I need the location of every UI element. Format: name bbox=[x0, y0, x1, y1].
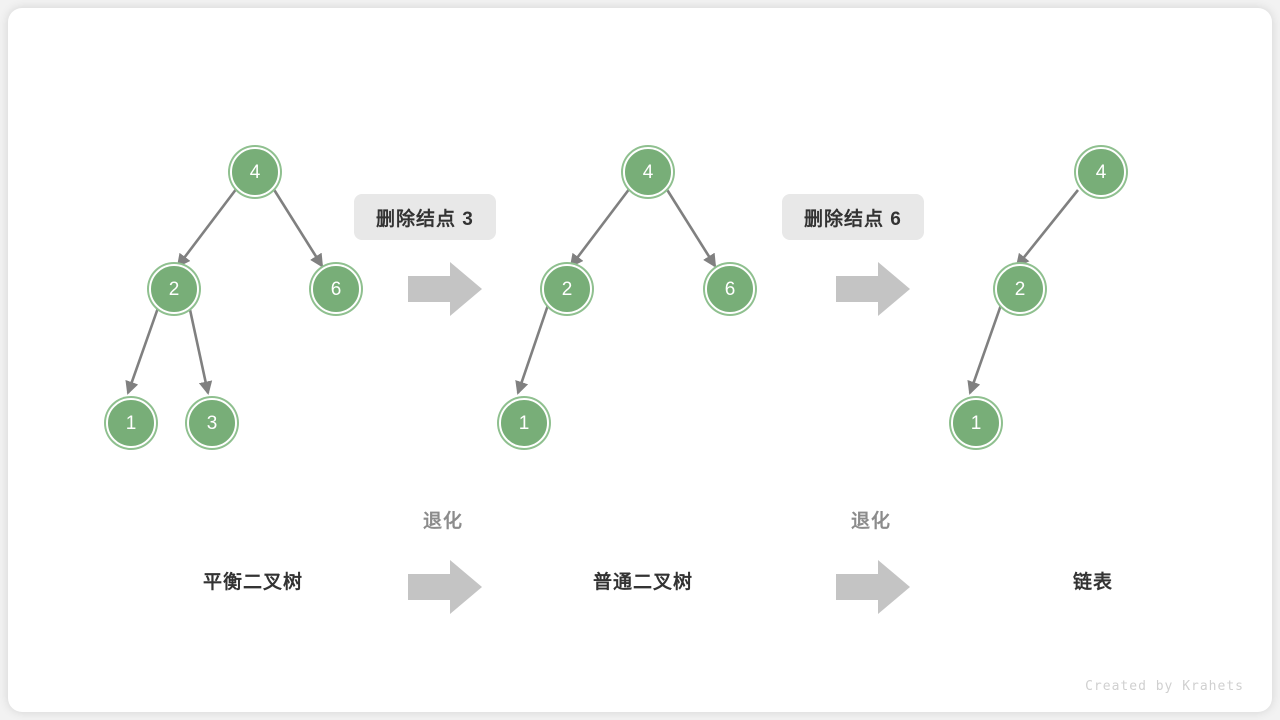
tree-node-middle-6[interactable]: 6 bbox=[705, 264, 755, 314]
arrow-shaft bbox=[408, 574, 450, 600]
degrade-label-left: 退化 bbox=[422, 511, 463, 532]
edge-4-6 bbox=[271, 187, 324, 268]
pill-delete-node-3: 删除结点 3 bbox=[354, 194, 496, 240]
arrow-head bbox=[878, 560, 910, 614]
tree-node-right-4[interactable]: 4 bbox=[1076, 147, 1126, 197]
block-arrow-top-right bbox=[836, 262, 910, 316]
figure-card: 4 2 6 1 3 4 2 6 1 4 2 1 删除结点 3 删除结点 6 退化… bbox=[8, 8, 1272, 712]
caption-ordinary-binary-tree: 普通二叉树 bbox=[592, 572, 693, 593]
degrade-label-right: 退化 bbox=[850, 511, 891, 532]
arrow-shaft bbox=[836, 574, 878, 600]
block-arrow-top-left bbox=[408, 262, 482, 316]
tree-node-right-2[interactable]: 2 bbox=[995, 264, 1045, 314]
tree-node-left-2[interactable]: 2 bbox=[149, 264, 199, 314]
edge-2-1 bbox=[125, 304, 161, 395]
watermark-credit: Created by Krahets bbox=[1085, 679, 1244, 694]
tree-node-middle-2[interactable]: 2 bbox=[542, 264, 592, 314]
edge-m2-m1 bbox=[515, 304, 550, 395]
edge-r4-r2 bbox=[1015, 189, 1080, 268]
arrow-shaft bbox=[836, 276, 878, 302]
tree-node-middle-1[interactable]: 1 bbox=[499, 398, 549, 448]
tree-node-left-1[interactable]: 1 bbox=[106, 398, 156, 448]
tree-node-left-3[interactable]: 3 bbox=[187, 398, 237, 448]
block-arrow-bottom-left bbox=[408, 560, 482, 614]
edge-r2-r1 bbox=[967, 304, 1003, 395]
tree-node-middle-4[interactable]: 4 bbox=[623, 147, 673, 197]
arrow-shaft bbox=[408, 276, 450, 302]
edge-2-3 bbox=[187, 304, 213, 395]
pill-delete-node-6: 删除结点 6 bbox=[782, 194, 924, 240]
edge-m4-m2 bbox=[569, 187, 632, 268]
block-arrow-bottom-right bbox=[836, 560, 910, 614]
caption-linked-list: 链表 bbox=[1072, 572, 1113, 593]
arrow-head bbox=[878, 262, 910, 316]
tree-edges-layer bbox=[125, 187, 1080, 395]
edge-m4-m6 bbox=[664, 187, 717, 268]
arrow-head bbox=[450, 560, 482, 614]
tree-node-right-1[interactable]: 1 bbox=[951, 398, 1001, 448]
tree-node-left-6[interactable]: 6 bbox=[311, 264, 361, 314]
caption-balanced-binary-tree: 平衡二叉树 bbox=[202, 572, 303, 593]
arrow-head bbox=[450, 262, 482, 316]
tree-node-left-4[interactable]: 4 bbox=[230, 147, 280, 197]
edge-4-2 bbox=[176, 187, 239, 268]
